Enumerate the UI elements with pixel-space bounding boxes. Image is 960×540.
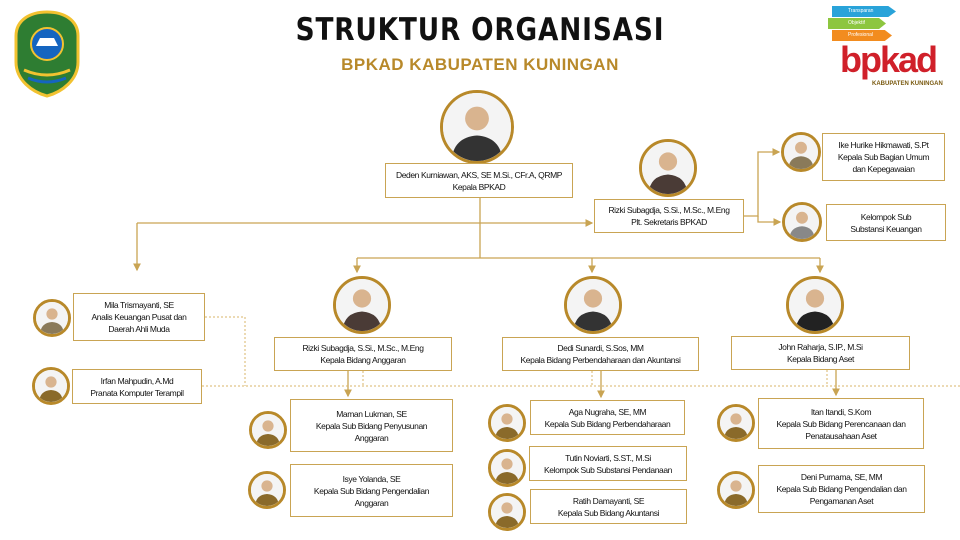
node-name: Tutin Noviarti, S.ST., M.Si	[565, 452, 651, 463]
node-name: Itan Itandi, S.Kom	[810, 406, 872, 417]
photo-keuangan	[782, 202, 822, 242]
person-icon	[785, 205, 819, 239]
node-role: Kepala Bidang Perbendaharaan dan Akuntan…	[520, 355, 681, 365]
node-name: Aga Nugraha, SE, MM	[568, 406, 647, 417]
bpkad-logo: Transparan Objektif Profesional bpkad KA…	[828, 6, 948, 94]
person-icon	[252, 414, 284, 446]
node-bidang-aset: John Raharja, S.IP., M.Si Kepala Bidang …	[731, 336, 910, 370]
node-role: Kelompok Sub Substansi Pendanaan	[543, 464, 673, 475]
person-icon	[491, 452, 523, 484]
arrow-objektif: Objektif	[828, 18, 886, 29]
page-title: STRUKTUR ORGANISASI	[295, 12, 665, 48]
photo-penyusunan	[249, 411, 287, 449]
photo-anggaran	[333, 276, 391, 334]
node-name: Rizki Subagdja, S.Si., M.Sc., M.Eng	[302, 343, 424, 353]
node-role: Kepala Sub Bidang Akuntansi	[557, 507, 660, 518]
node-role: Substansi Keuangan	[850, 223, 922, 234]
node-name: Irfan Mahpudin, A.Md	[100, 375, 174, 386]
person-icon	[567, 279, 619, 331]
photo-sub-perbendaharaan	[488, 404, 526, 442]
person-icon	[720, 407, 752, 439]
node-sub-pengendalian-anggaran: Isye Yolanda, SE Kepala Sub Bidang Penge…	[290, 464, 453, 517]
person-icon	[491, 407, 523, 439]
node-role: Kepala Sub Bidang Perbendaharaan	[544, 418, 671, 429]
node-name: Isye Yolanda, SE	[342, 473, 401, 484]
node-name: Kelompok Sub	[860, 211, 912, 222]
kabupaten-emblem-logo	[12, 10, 82, 98]
node-role: Kepala Sub Bidang Penyusunan Anggaran	[315, 420, 428, 443]
node-role: Kepala Sub Bidang Pengendalian dan Penga…	[776, 484, 907, 506]
node-name: Maman Lukman, SE	[336, 408, 407, 419]
person-icon	[35, 370, 67, 402]
person-icon	[642, 142, 694, 194]
node-bidang-anggaran: Rizki Subagdja, S.Si., M.Sc., M.Eng Kepa…	[274, 337, 452, 371]
photo-aset	[786, 276, 844, 334]
node-substansi-keuangan: Kelompok Sub Substansi Keuangan	[826, 204, 946, 241]
node-role: Kepala Bidang Aset	[787, 354, 854, 364]
person-icon	[720, 474, 752, 506]
person-icon	[251, 474, 283, 506]
person-icon	[443, 93, 511, 161]
node-pendanaan: Tutin Noviarti, S.ST., M.Si Kelompok Sub…	[529, 446, 687, 481]
photo-pranata	[32, 367, 70, 405]
bpkad-tagline: KABUPATEN KUNINGAN	[872, 81, 943, 87]
node-name: Deni Purnama, SE, MM	[800, 472, 883, 482]
node-bidang-perbendaharaan: Dedi Sunardi, S.Sos, MM Kepala Bidang Pe…	[502, 337, 699, 371]
node-name: Mila Trismayanti, SE	[104, 300, 174, 310]
node-analis: Mila Trismayanti, SE Analis Keuangan Pus…	[73, 293, 205, 341]
node-sub-penyusunan: Maman Lukman, SE Kepala Sub Bidang Penyu…	[290, 399, 453, 452]
node-role: Kepala Bidang Anggaran	[320, 355, 406, 365]
node-name: Dedi Sunardi, S.Sos, MM	[557, 343, 644, 353]
photo-analis	[33, 299, 71, 337]
person-icon	[36, 302, 68, 334]
node-sub-akuntansi: Ratih Damayanti, SE Kepala Sub Bidang Ak…	[530, 489, 687, 524]
node-kepala: Deden Kurniawan, AKS, SE M.Si., CFr.A, Q…	[385, 163, 573, 198]
node-role: Kepala BPKAD	[452, 181, 506, 192]
arrow-profesional: Profesional	[832, 30, 892, 41]
person-icon	[336, 279, 388, 331]
node-subbag-umum: Ike Hurike Hikmawati, S.Pt Kepala Sub Ba…	[822, 133, 945, 181]
node-sub-pengamanan-aset: Deni Purnama, SE, MM Kepala Sub Bidang P…	[758, 465, 925, 513]
bpkad-wordmark: bpkad	[840, 39, 938, 80]
node-role: Plt. Sekretaris BPKAD	[631, 217, 707, 227]
node-name: Ratih Damayanti, SE	[572, 495, 645, 506]
node-sub-perbendaharaan: Aga Nugraha, SE, MM Kepala Sub Bidang Pe…	[530, 400, 685, 435]
photo-pengamanan-aset	[717, 471, 755, 509]
node-role: Kepala Sub Bagian Umum dan Kepegawaian	[837, 152, 930, 174]
photo-kepala	[440, 90, 514, 164]
node-role: Analis Keuangan Pusat dan Daerah Ahli Mu…	[91, 312, 187, 334]
photo-perencanaan-aset	[717, 404, 755, 442]
person-icon	[491, 496, 523, 528]
person-icon	[789, 279, 841, 331]
page-subtitle: BPKAD KABUPATEN KUNINGAN	[341, 55, 619, 74]
photo-perbendaharaan	[564, 276, 622, 334]
node-role: Kepala Sub Bidang Pengendalian Anggaran	[313, 485, 430, 508]
node-sub-perencanaan-aset: Itan Itandi, S.Kom Kepala Sub Bidang Per…	[758, 398, 924, 449]
arrow-transparan: Transparan	[832, 6, 896, 17]
photo-pendanaan	[488, 449, 526, 487]
node-role: Kepala Sub Bidang Perencanaan dan Penata…	[776, 418, 906, 441]
node-role: Pranata Komputer Terampil	[90, 387, 184, 398]
photo-sekretaris	[639, 139, 697, 197]
person-icon	[784, 135, 818, 169]
node-sekretaris: Rizki Subagdja, S.Si., M.Sc., M.Eng Plt.…	[594, 199, 744, 233]
node-name: John Raharja, S.IP., M.Si	[778, 342, 863, 352]
node-name: Ike Hurike Hikmawati, S.Pt	[838, 140, 929, 150]
node-name: Rizki Subagdja, S.Si., M.Sc., M.Eng	[608, 205, 730, 215]
photo-akuntansi	[488, 493, 526, 531]
photo-umum	[781, 132, 821, 172]
node-pranata: Irfan Mahpudin, A.Md Pranata Komputer Te…	[72, 369, 202, 404]
photo-pengendalian-anggaran	[248, 471, 286, 509]
node-name: Deden Kurniawan, AKS, SE M.Si., CFr.A, Q…	[395, 169, 563, 180]
